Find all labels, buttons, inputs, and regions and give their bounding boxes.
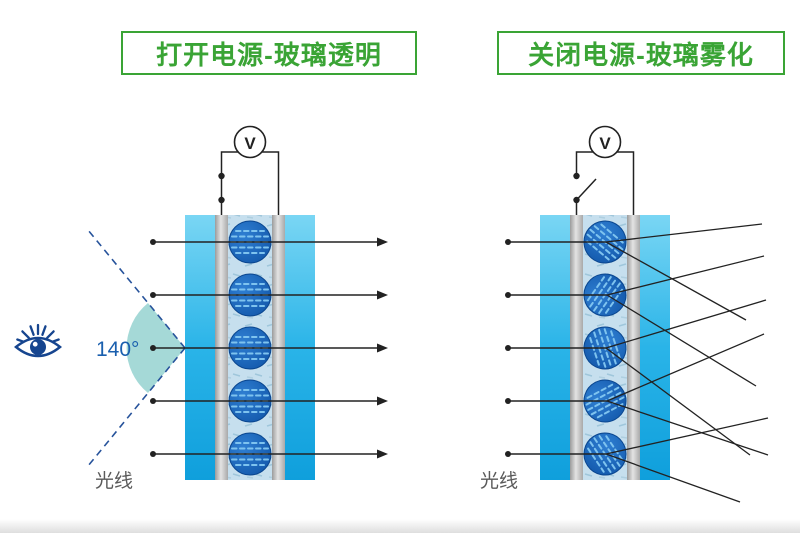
scattered-rays <box>605 223 769 503</box>
circuit-right: V <box>573 125 635 215</box>
title-power-on: 打开电源-玻璃透明 <box>121 31 417 75</box>
voltmeter-label: V <box>599 134 611 153</box>
switch-contact <box>218 196 225 204</box>
switch-contact <box>218 172 225 180</box>
glass-pane <box>640 215 670 480</box>
arrowhead-icon <box>377 396 388 406</box>
viewing-angle-label: 140° <box>96 338 139 361</box>
light-rays-label: 光线 <box>480 470 518 492</box>
switch-contact <box>573 196 580 204</box>
panel-power-on: 140° <box>14 125 388 492</box>
bottom-shadow <box>0 519 800 533</box>
light-ray <box>150 396 388 406</box>
light-ray <box>150 290 388 300</box>
title-power-off: 关闭电源-玻璃雾化 <box>497 31 785 75</box>
electrode-layer <box>627 215 640 480</box>
light-rays-label: 光线 <box>95 470 133 492</box>
light-ray <box>150 343 388 353</box>
light-rays-right-in <box>505 239 607 457</box>
voltmeter-label: V <box>244 134 256 153</box>
sight-lines <box>87 229 186 467</box>
switch-open-icon <box>575 178 597 201</box>
panel-power-off: V 光线 <box>480 125 769 503</box>
light-ray <box>150 449 388 459</box>
arrowhead-icon <box>377 237 388 247</box>
voltmeter-icon <box>588 125 622 159</box>
light-ray <box>150 237 388 247</box>
circuit-left: V <box>218 125 280 215</box>
switch-contact <box>573 172 580 180</box>
arrowhead-icon <box>377 449 388 459</box>
voltmeter-icon <box>233 125 267 159</box>
light-rays-left <box>150 237 388 459</box>
arrowhead-icon <box>377 343 388 353</box>
eye-icon <box>14 323 62 358</box>
arrowhead-icon <box>377 290 388 300</box>
